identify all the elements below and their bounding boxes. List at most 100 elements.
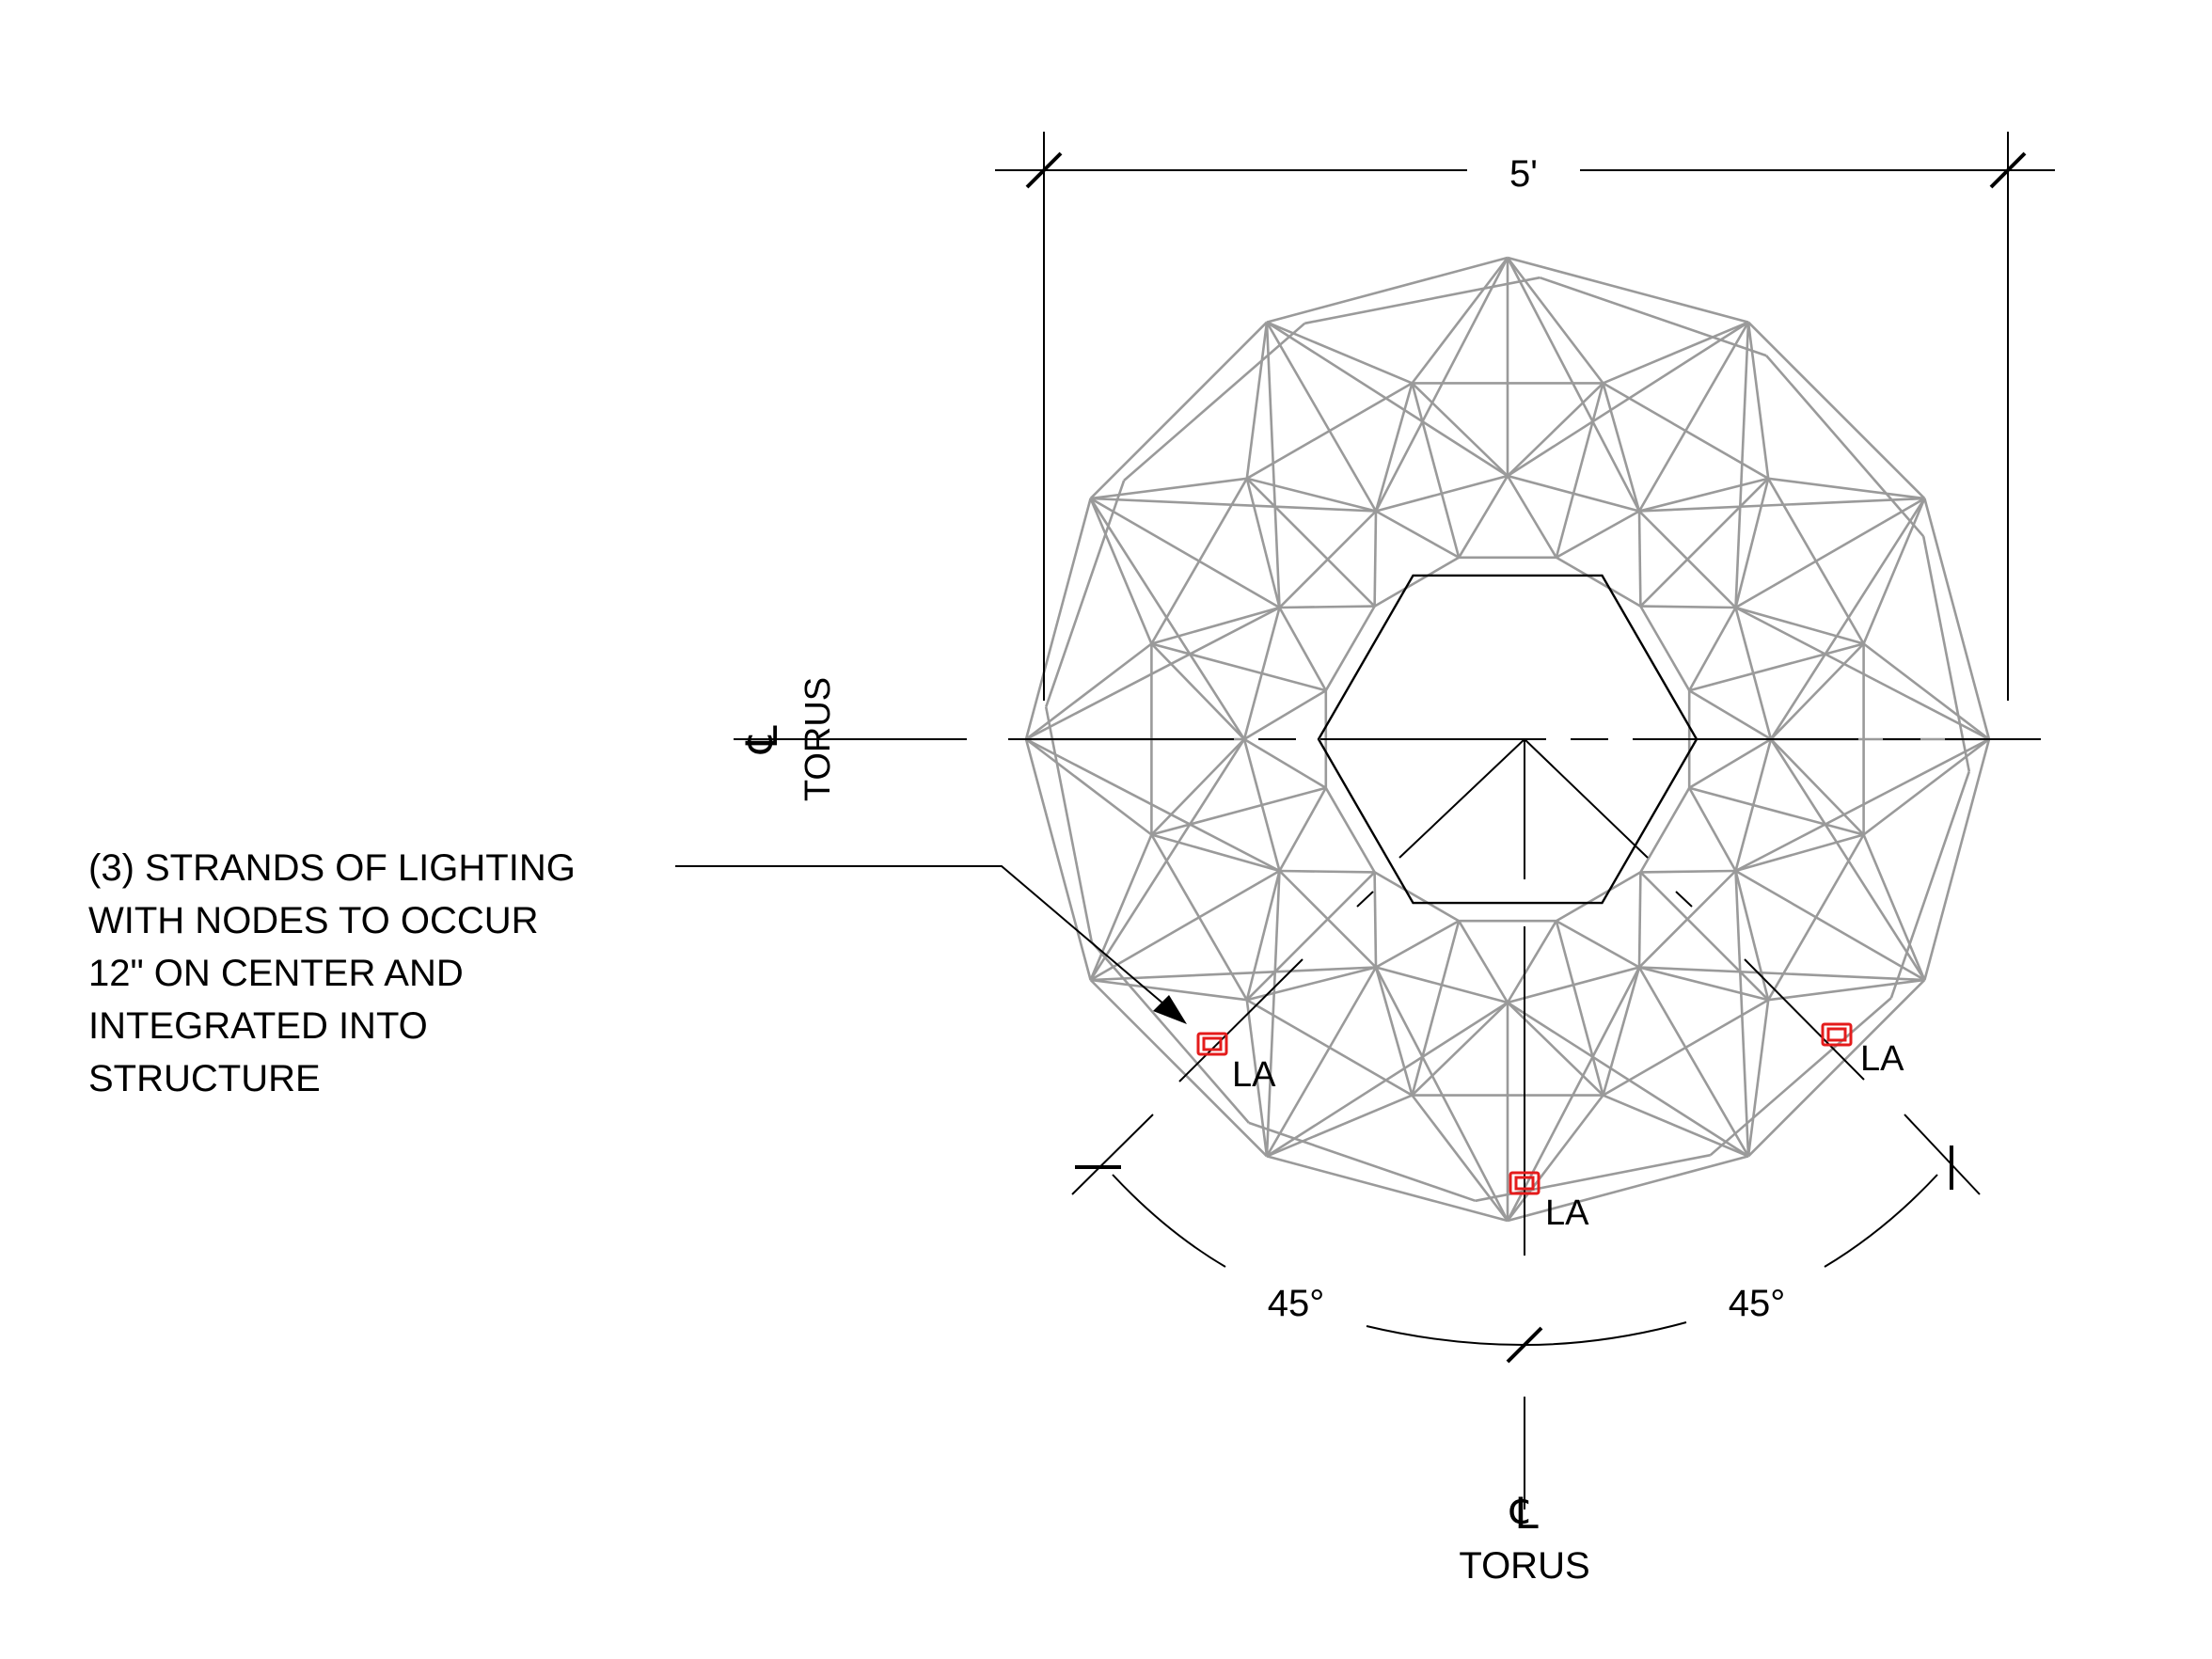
centerline-symbol-vertical: ℄ [1509, 1489, 1539, 1538]
strut-ring-inner [1324, 605, 1376, 691]
strut-outer-double [1765, 355, 1925, 538]
callout-line-2: WITH NODES TO OCCUR [88, 900, 539, 941]
strut-chord [1374, 966, 1509, 1222]
strut-chord [1090, 966, 1377, 982]
strut-chord [1089, 498, 1246, 740]
strut-diagonal [1245, 322, 1269, 479]
strut-outer-double [1090, 940, 1250, 1124]
strut-inner [1279, 869, 1375, 874]
strut-chord [1265, 322, 1281, 608]
strut-outer [1266, 256, 1509, 324]
strut-outer [1024, 738, 1092, 981]
strut-chord [1265, 870, 1281, 1157]
strut-diagonal [1089, 498, 1153, 645]
strut-inner [1243, 737, 1327, 789]
strut-inner [1637, 872, 1642, 968]
strut-ring-inner [1556, 556, 1642, 608]
strut-diagonal [1862, 737, 1990, 836]
angle-arc-left-inner [1366, 1325, 1525, 1346]
strut-radial [1089, 869, 1281, 982]
strut-outer-double [1304, 276, 1540, 325]
centerline-symbol-horizontal: ℄ [737, 725, 786, 754]
inner-hexagon [1317, 574, 1698, 905]
strut-chord [1266, 1001, 1509, 1158]
angle-label-right: 45° [1729, 1283, 1786, 1324]
strut-diagonal [1638, 966, 1769, 1002]
strut-outer [1507, 256, 1749, 324]
strut-diagonal [1735, 833, 1864, 873]
strut-chord [1507, 321, 1749, 478]
strut-chord [1734, 322, 1750, 608]
light-fixture-center[interactable] [1509, 1171, 1540, 1195]
strut-radial [1637, 321, 1750, 513]
callout-leader [675, 865, 1187, 1024]
angle-extension-left [1071, 1114, 1154, 1195]
overall-dimension [995, 132, 2055, 701]
strut-inner [1556, 510, 1640, 559]
strut-inner-radial [1245, 477, 1376, 608]
strut-inner-radial [1151, 786, 1327, 836]
strut-diagonal [1150, 738, 1245, 836]
strut-diagonal [1151, 833, 1280, 873]
strut-diagonal [1090, 978, 1247, 1002]
strut-diagonal [1374, 383, 1414, 512]
strut-inner-radial [1688, 786, 1864, 836]
strut-diagonal [1770, 738, 1865, 836]
strut-radial [1734, 869, 1926, 982]
strut-diagonal [1602, 383, 1641, 512]
angle-extension-right [1904, 1114, 1981, 1195]
strut-inner-radial [1245, 871, 1376, 1002]
strut-diagonal [1090, 477, 1247, 500]
strut-diagonal [1862, 833, 1926, 981]
strut-diagonal [1245, 870, 1281, 1001]
callout-line-3: 12" ON CENTER AND [88, 953, 464, 994]
strut-outer-double [1044, 480, 1126, 708]
strut-inner [1375, 920, 1460, 969]
strut-inner [1278, 607, 1327, 691]
angle-arc-right-inner [1524, 1321, 1687, 1346]
strut-radial [1265, 966, 1378, 1158]
strut-inner [1640, 605, 1736, 609]
dimension-tick-right [1989, 151, 2027, 189]
strut-diagonal [1602, 1094, 1749, 1158]
strut-inner [1458, 920, 1509, 1003]
strut-chord [1090, 497, 1377, 513]
strut-diagonal [1602, 967, 1641, 1096]
strut-inner [1243, 689, 1327, 741]
strut-ring-inner [1639, 787, 1691, 874]
construction-dash-left-1 [1356, 891, 1374, 908]
strut-diagonal [1507, 382, 1604, 477]
strut-diagonal [1506, 257, 1604, 385]
strut-ring-inner [1373, 556, 1460, 608]
strut-inner-radial [1411, 920, 1461, 1096]
callout-line-4: INTEGRATED INTO [88, 1005, 428, 1047]
strut-inner-radial [1555, 920, 1604, 1096]
strut-chord [1734, 606, 1990, 741]
strut-inner-radial [1639, 871, 1770, 1002]
strut-chord [1638, 966, 1925, 982]
strut-inner [1640, 869, 1736, 874]
strut-diagonal [1862, 642, 1990, 741]
strut-diagonal [1151, 606, 1280, 645]
strut-diagonal [1768, 477, 1925, 500]
strut-inner [1458, 475, 1509, 559]
strut-diagonal [1245, 1000, 1269, 1157]
strut-outer-double [1889, 770, 1971, 999]
strut-diagonal [1411, 382, 1509, 477]
construction-dash-left-2 [1178, 958, 1304, 1082]
callout-line-5: STRUCTURE [88, 1058, 321, 1099]
strut-diagonal [1411, 1094, 1509, 1222]
strut-outer [1266, 1155, 1509, 1223]
light-fixture-left[interactable] [1196, 1032, 1228, 1056]
strut-chord [1374, 257, 1509, 513]
strut-inner [1637, 511, 1642, 607]
lighting-callout: (3) STRANDS OF LIGHTING WITH NODES TO OC… [88, 847, 576, 1099]
strut-outer [1923, 498, 1991, 740]
light-fixture-right[interactable] [1821, 1022, 1853, 1047]
strut-ring-inner [1373, 871, 1460, 923]
strut-chord [1734, 870, 1750, 1157]
strut-diagonal [1638, 477, 1769, 513]
strut-diagonal [1506, 1094, 1604, 1222]
angular-dimensions [1071, 1114, 1981, 1364]
